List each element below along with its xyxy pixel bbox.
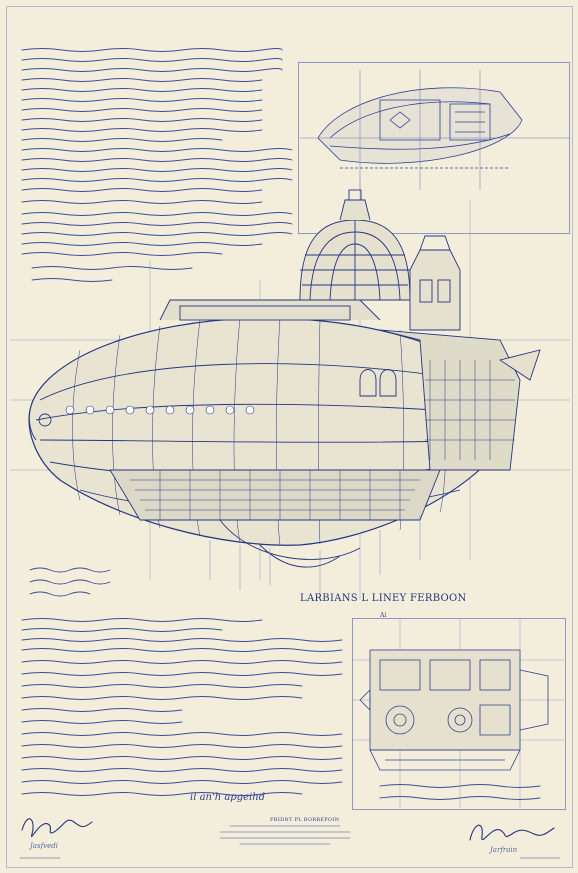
bottom-right-frame (352, 618, 566, 810)
top-right-frame (298, 62, 570, 234)
sheet-title: LARBIANS L LINEY FERBOON (300, 593, 467, 604)
signature-left-label: Jasfvedi (30, 842, 58, 850)
sheet-subtitle: Ai (380, 612, 387, 619)
outer-frame (6, 6, 573, 868)
footer-caption: FRIDNT PL BORBEPOIN (270, 817, 340, 823)
signature-left (21, 818, 93, 837)
signature-right-label: Jarfrain (490, 846, 518, 854)
signature-right (469, 824, 555, 841)
script-note: il an'h apgeihd (190, 792, 266, 803)
